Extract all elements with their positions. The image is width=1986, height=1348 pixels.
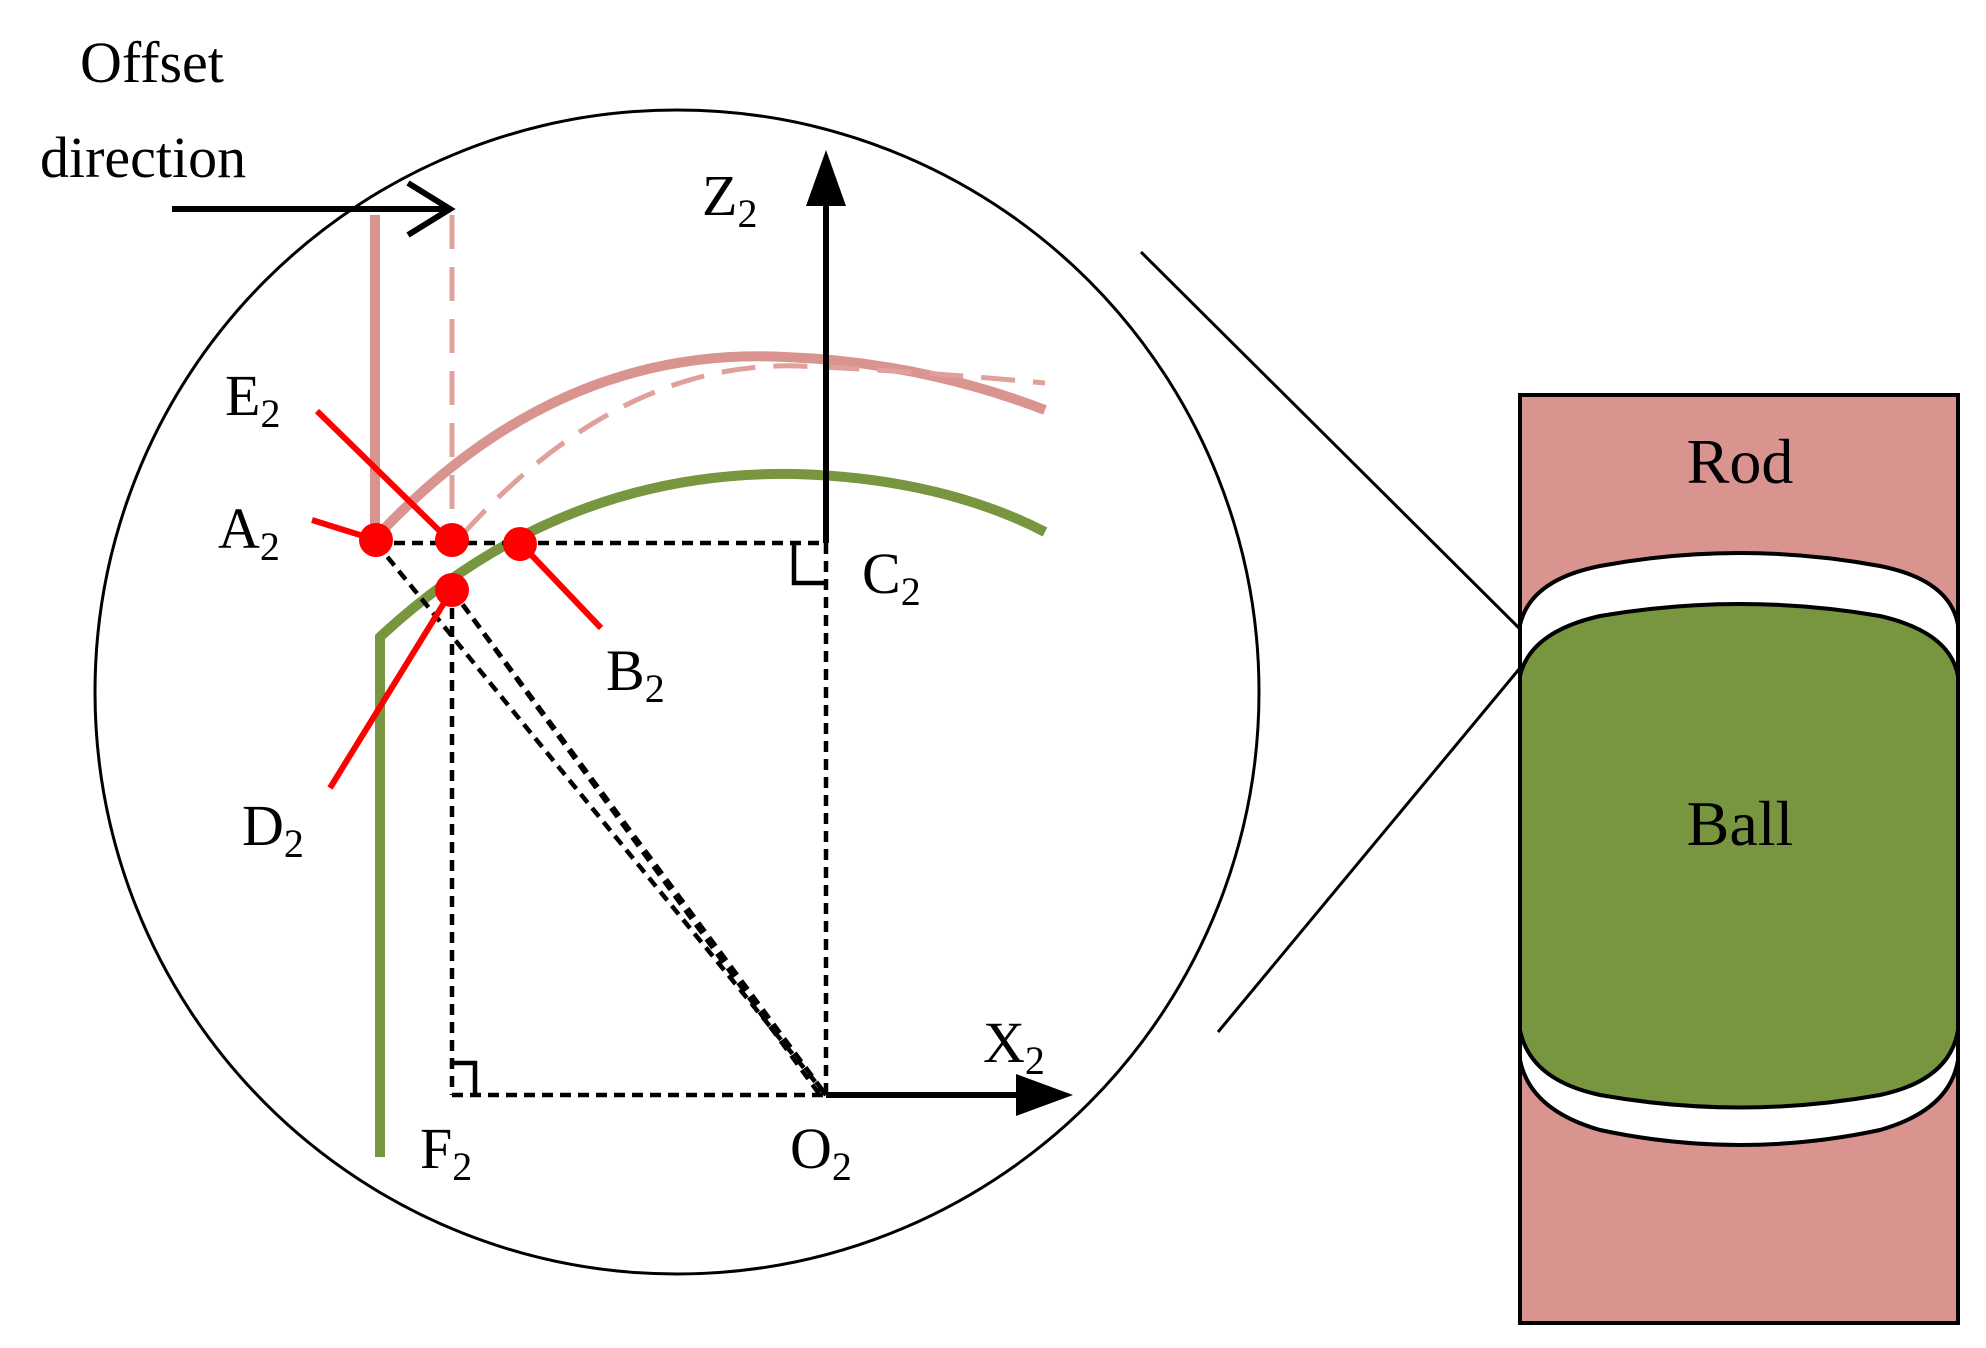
offset-label-line1: Offset <box>80 30 224 95</box>
ball-outline <box>375 468 1048 1157</box>
x-axis <box>826 1074 1073 1116</box>
rod-outline-original <box>370 215 1047 540</box>
inset-ball <box>1518 602 1960 1110</box>
zoom-circle <box>93 108 1261 1276</box>
z-axis <box>806 150 846 543</box>
zoom-connector-bottom <box>1216 667 1522 1033</box>
inset-rod-ball: Rod Ball <box>1518 393 1960 1325</box>
label-f2: F2 <box>420 1116 472 1189</box>
label-b2: B2 <box>606 638 665 711</box>
label-e2: E2 <box>225 363 280 436</box>
point-d2 <box>435 573 469 607</box>
right-angle-mark-c <box>791 545 826 586</box>
offset-label-line2: direction <box>40 125 246 190</box>
inset-rod-label: Rod <box>1687 426 1794 497</box>
point-e2 <box>435 523 469 557</box>
point-b2 <box>503 527 537 561</box>
point-a2 <box>359 523 393 557</box>
zoom-connector-top <box>1139 250 1522 631</box>
label-a2: A2 <box>218 496 280 569</box>
label-z2: Z2 <box>702 163 757 236</box>
label-d2: D2 <box>242 793 304 866</box>
leader-lines <box>311 408 604 790</box>
label-o2: O2 <box>790 1116 852 1189</box>
right-angle-mark-f <box>453 1060 478 1095</box>
offset-direction-arrow <box>172 180 456 238</box>
label-c2: C2 <box>862 541 921 614</box>
label-x2: X2 <box>983 1010 1045 1083</box>
inset-ball-label: Ball <box>1687 788 1794 859</box>
rod-outline-offset <box>449 215 1046 540</box>
